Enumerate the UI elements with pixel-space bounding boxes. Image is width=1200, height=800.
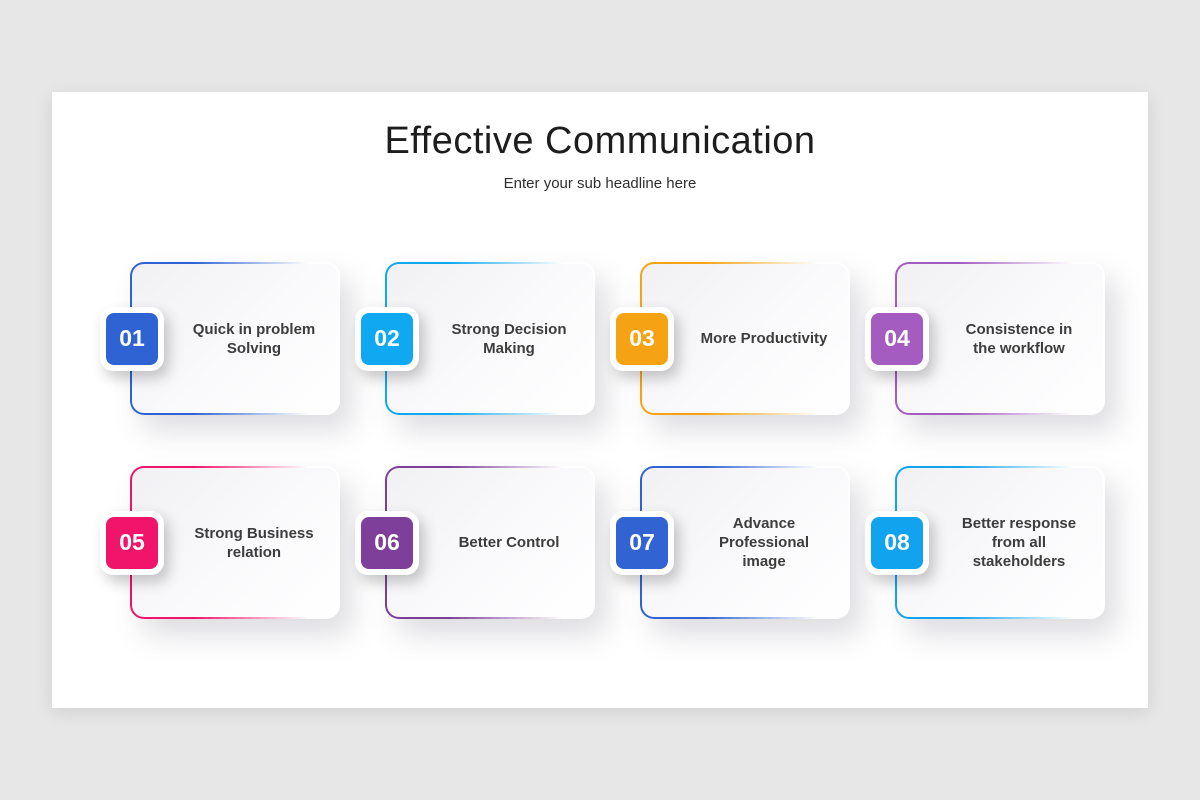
card-text: Better response from all stakeholders — [961, 515, 1077, 570]
badge-number: 04 — [884, 325, 910, 351]
info-card: Advance Professional image 07 — [610, 466, 850, 619]
info-card: Consistence in the workflow 04 — [865, 262, 1105, 415]
badge-number: 06 — [374, 529, 400, 555]
number-badge: 02 — [355, 306, 419, 371]
badge-fill: 05 — [106, 516, 158, 569]
card-text: Advance Professional image — [718, 515, 810, 570]
badge-number: 07 — [629, 529, 655, 555]
badge-fill: 06 — [361, 516, 413, 569]
card-surface: Better response from all stakeholders — [897, 468, 1103, 617]
info-card: Strong Decision Making 02 — [355, 262, 595, 415]
number-badge: 04 — [865, 306, 929, 371]
number-badge: 05 — [100, 510, 164, 575]
slide-subtitle: Enter your sub headline here — [503, 175, 697, 192]
info-card: Better Control 06 — [355, 466, 595, 619]
card-text: More Productivity — [700, 330, 828, 347]
card-surface: Consistence in the workflow — [897, 264, 1103, 413]
info-card: Quick in problem Solving 01 — [100, 262, 340, 415]
card-surface: Strong Decision Making — [387, 264, 593, 413]
presentation-slide: Effective Communication Enter your sub h… — [52, 92, 1148, 708]
badge-number: 01 — [119, 325, 145, 351]
badge-number: 08 — [884, 529, 910, 555]
badge-fill: 02 — [361, 312, 413, 365]
card-surface: Quick in problem Solving — [132, 264, 338, 413]
card-text: Better Control — [458, 534, 560, 551]
badge-number: 02 — [374, 325, 400, 351]
card-text: Consistence in the workflow — [965, 320, 1073, 357]
number-badge: 06 — [355, 510, 419, 575]
card-text: Strong Business relation — [194, 524, 314, 561]
card-surface: Strong Business relation — [132, 468, 338, 617]
badge-fill: 04 — [871, 312, 923, 365]
card-surface: More Productivity — [642, 264, 848, 413]
card-text: Quick in problem Solving — [192, 320, 316, 357]
badge-number: 03 — [629, 325, 655, 351]
info-card: Better response from all stakeholders 08 — [865, 466, 1105, 619]
card-surface: Advance Professional image — [642, 468, 848, 617]
badge-fill: 08 — [871, 516, 923, 569]
info-card: Strong Business relation 05 — [100, 466, 340, 619]
number-badge: 03 — [610, 306, 674, 371]
badge-number: 05 — [119, 529, 145, 555]
slide-title: Effective Communication — [384, 120, 816, 162]
card-text: Strong Decision Making — [451, 320, 567, 357]
number-badge: 01 — [100, 306, 164, 371]
card-surface: Better Control — [387, 468, 593, 617]
badge-fill: 01 — [106, 312, 158, 365]
badge-fill: 07 — [616, 516, 668, 569]
number-badge: 08 — [865, 510, 929, 575]
number-badge: 07 — [610, 510, 674, 575]
info-card: More Productivity 03 — [610, 262, 850, 415]
badge-fill: 03 — [616, 312, 668, 365]
cards-grid: Quick in problem Solving 01 Strong Decis… — [100, 262, 1105, 619]
